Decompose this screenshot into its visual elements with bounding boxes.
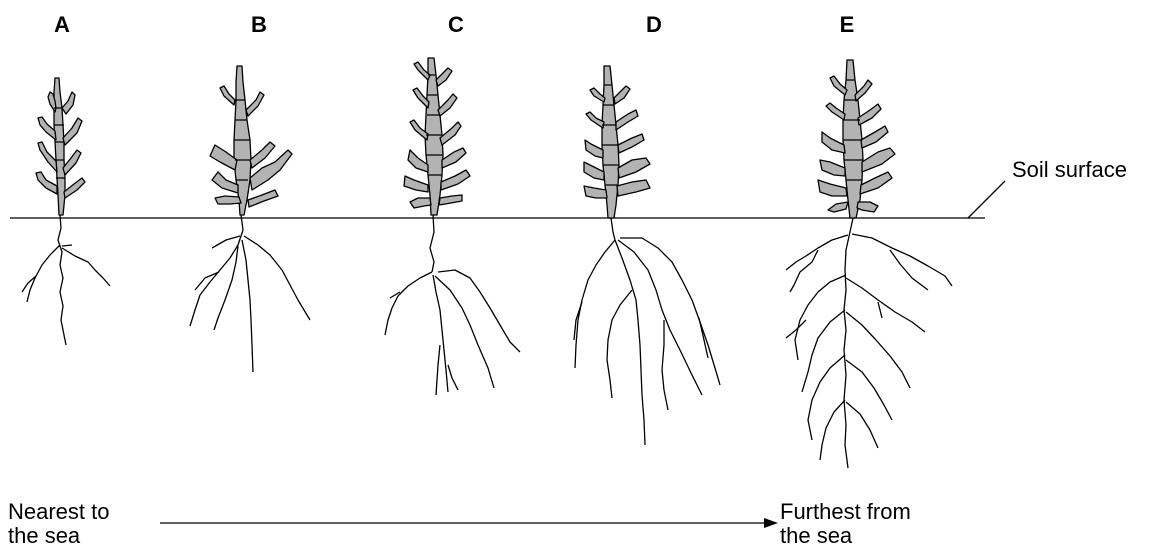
plant-e-shoot (818, 60, 895, 218)
plant-d-roots (574, 218, 720, 445)
plant-d-shoot (584, 66, 650, 218)
distance-arrow-head (764, 518, 778, 528)
plant-c-roots (385, 215, 520, 395)
furthest-sea-line2: the sea (780, 524, 911, 548)
nearest-sea-label: Nearest to the sea (8, 500, 110, 548)
soil-label-leader (968, 181, 1005, 218)
plant-label-b: B (244, 12, 274, 38)
plant-a (22, 78, 110, 345)
nearest-sea-line2: the sea (8, 524, 110, 548)
plant-label-d: D (639, 12, 669, 38)
plant-label-c: C (441, 12, 471, 38)
plant-c (385, 58, 520, 395)
plant-label-a: A (47, 12, 77, 38)
soil-surface-label: Soil surface (1012, 158, 1127, 182)
plant-b-shoot (210, 66, 292, 215)
plant-d (574, 66, 720, 445)
furthest-sea-line1: Furthest from (780, 500, 911, 524)
plant-label-e: E (832, 12, 862, 38)
plant-e-roots (786, 218, 952, 468)
plant-b-roots (190, 215, 310, 372)
plant-a-shoot (36, 78, 85, 215)
plant-b (190, 66, 310, 372)
nearest-sea-line1: Nearest to (8, 500, 110, 524)
plant-e (786, 60, 952, 468)
plant-a-roots (22, 215, 110, 345)
furthest-sea-label: Furthest from the sea (780, 500, 911, 548)
plant-c-shoot (404, 58, 470, 215)
